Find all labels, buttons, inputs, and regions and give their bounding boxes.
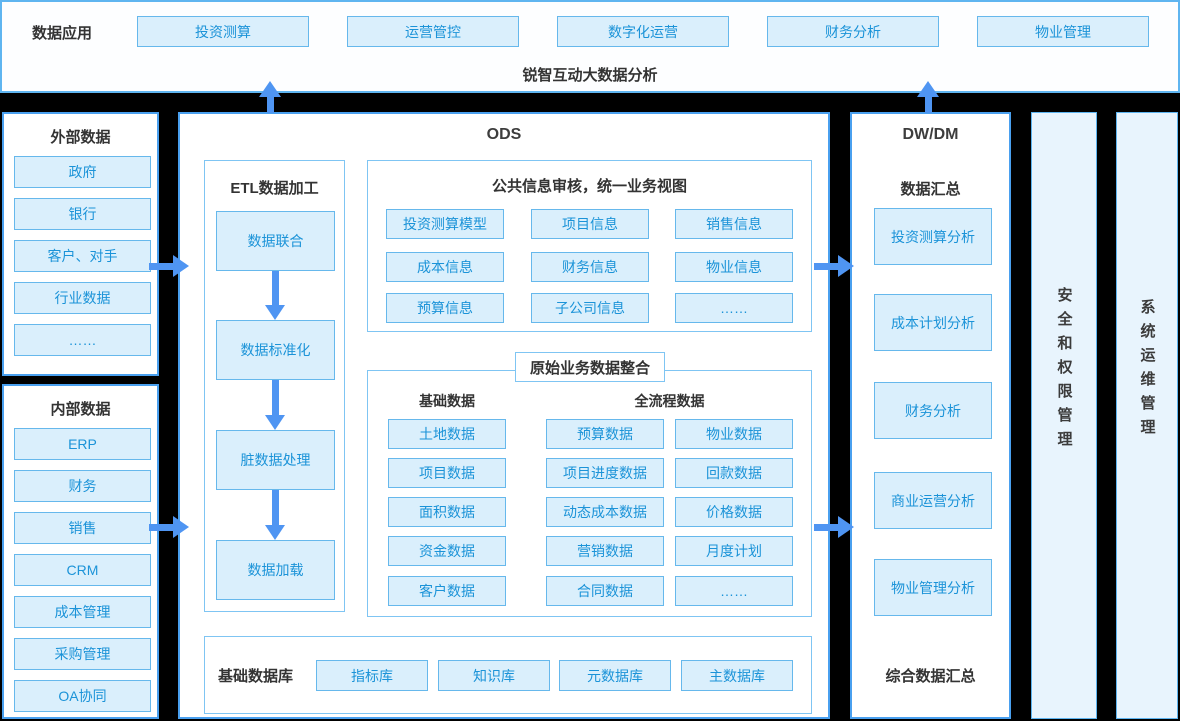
arrow-dwdm-to-apps-icon: [917, 81, 939, 113]
platform-title: 锐智互动大数据分析: [522, 67, 658, 84]
system-ops-label: 系统运维管理: [1138, 298, 1156, 443]
common-info-item[interactable]: ……: [675, 293, 793, 323]
internal-data-title: 内部数据: [50, 401, 111, 418]
security-permission-bar: 安全和权限管理: [1031, 112, 1097, 719]
arrow-ods-to-dwdm-icon: [814, 255, 854, 277]
app-button-investment-calc[interactable]: 投资测算: [137, 16, 309, 47]
dwdm-item-investment-analysis[interactable]: 投资测算分析: [874, 208, 992, 265]
basic-data-header: 基础数据: [419, 393, 475, 409]
base-db-item-knowledge[interactable]: 知识库: [438, 660, 550, 691]
app-button-financial-analysis[interactable]: 财务分析: [767, 16, 939, 47]
basic-data-item[interactable]: 土地数据: [388, 419, 506, 449]
data-summary-label: 数据汇总: [900, 181, 961, 198]
etl-title: ETL数据加工: [230, 180, 319, 197]
etl-box: ETL数据加工 数据联合 数据标准化 脏数据处理 数据加载: [204, 160, 345, 612]
common-info-item[interactable]: 投资测算模型: [386, 209, 504, 239]
common-info-item[interactable]: 销售信息: [675, 209, 793, 239]
common-info-title: 公共信息审核，统一业务视图: [491, 178, 687, 195]
etl-step-data-union[interactable]: 数据联合: [216, 211, 335, 271]
internal-data-item[interactable]: 销售: [14, 512, 151, 544]
etl-step-data-standardize[interactable]: 数据标准化: [216, 320, 335, 380]
full-process-header: 全流程数据: [634, 393, 705, 409]
arrow-down-icon: [265, 490, 286, 540]
internal-data-item[interactable]: 财务: [14, 470, 151, 502]
process-data-item[interactable]: ……: [675, 576, 793, 606]
arrow-ods-to-apps-icon: [259, 81, 281, 113]
etl-step-dirty-data[interactable]: 脏数据处理: [216, 430, 335, 490]
external-data-panel: 外部数据 政府 银行 客户、对手 行业数据 ……: [2, 112, 159, 376]
external-data-item[interactable]: 政府: [14, 156, 151, 188]
app-button-digital-operation[interactable]: 数字化运营: [557, 16, 729, 47]
process-data-item[interactable]: 营销数据: [546, 536, 664, 566]
security-permission-label: 安全和权限管理: [1055, 286, 1073, 455]
external-data-item[interactable]: 银行: [14, 198, 151, 230]
external-data-item[interactable]: 客户、对手: [14, 240, 151, 272]
arrow-down-icon: [265, 271, 286, 320]
base-database-label: 基础数据库: [218, 667, 294, 685]
dwdm-panel: DW/DM 数据汇总 投资测算分析 成本计划分析 财务分析 商业运营分析 物业管…: [850, 112, 1011, 719]
dwdm-item-business-operation-analysis[interactable]: 商业运营分析: [874, 472, 992, 529]
raw-business-title-badge: 原始业务数据整合: [515, 352, 665, 382]
common-info-box: 公共信息审核，统一业务视图 投资测算模型 项目信息 销售信息 成本信息 财务信息…: [367, 160, 812, 332]
etl-step-data-load[interactable]: 数据加载: [216, 540, 335, 600]
internal-data-item[interactable]: CRM: [14, 554, 151, 586]
internal-data-item[interactable]: OA协同: [14, 680, 151, 712]
base-database-box: 基础数据库 指标库 知识库 元数据库 主数据库: [204, 636, 812, 714]
dwdm-item-cost-plan-analysis[interactable]: 成本计划分析: [874, 294, 992, 351]
basic-data-item[interactable]: 客户数据: [388, 576, 506, 606]
internal-data-item[interactable]: 成本管理: [14, 596, 151, 628]
system-ops-bar: 系统运维管理: [1116, 112, 1178, 719]
process-data-item[interactable]: 项目进度数据: [546, 458, 664, 488]
process-data-item[interactable]: 合同数据: [546, 576, 664, 606]
process-data-item[interactable]: 动态成本数据: [546, 497, 664, 527]
common-info-item[interactable]: 财务信息: [531, 252, 649, 282]
raw-business-box: 基础数据 全流程数据 土地数据 项目数据 面积数据 资金数据 客户数据 预算数据…: [367, 370, 812, 617]
dwdm-item-financial-analysis[interactable]: 财务分析: [874, 382, 992, 439]
common-info-item[interactable]: 物业信息: [675, 252, 793, 282]
data-application-bar: 数据应用 投资测算 运营管控 数字化运营 财务分析 物业管理 锐智互动大数据分析: [0, 0, 1180, 93]
dwdm-title: DW/DM: [902, 126, 959, 143]
dwdm-item-property-analysis[interactable]: 物业管理分析: [874, 559, 992, 616]
arrow-down-icon: [265, 380, 286, 430]
comprehensive-summary-label: 综合数据汇总: [885, 668, 976, 685]
base-db-item-indicator[interactable]: 指标库: [316, 660, 428, 691]
internal-data-panel: 内部数据 ERP 财务 销售 CRM 成本管理 采购管理 OA协同: [2, 384, 159, 719]
data-application-label: 数据应用: [32, 25, 93, 42]
external-data-item[interactable]: ……: [14, 324, 151, 356]
internal-data-item[interactable]: ERP: [14, 428, 151, 460]
process-data-item[interactable]: 月度计划: [675, 536, 793, 566]
basic-data-item[interactable]: 项目数据: [388, 458, 506, 488]
internal-data-item[interactable]: 采购管理: [14, 638, 151, 670]
process-data-item[interactable]: 回款数据: [675, 458, 793, 488]
common-info-item[interactable]: 预算信息: [386, 293, 504, 323]
base-db-item-master[interactable]: 主数据库: [681, 660, 793, 691]
common-info-item[interactable]: 项目信息: [531, 209, 649, 239]
process-data-item[interactable]: 预算数据: [546, 419, 664, 449]
ods-panel: ODS ETL数据加工 数据联合 数据标准化 脏数据处理 数据加载 公共信息审核…: [178, 112, 830, 719]
ods-title: ODS: [486, 126, 522, 143]
arrow-ods-to-dwdm-icon: [814, 516, 854, 538]
arrow-internal-to-ods-icon: [149, 516, 189, 538]
basic-data-item[interactable]: 面积数据: [388, 497, 506, 527]
arrow-external-to-ods-icon: [149, 255, 189, 277]
basic-data-item[interactable]: 资金数据: [388, 536, 506, 566]
common-info-item[interactable]: 成本信息: [386, 252, 504, 282]
app-button-property-management[interactable]: 物业管理: [977, 16, 1149, 47]
external-data-title: 外部数据: [50, 129, 111, 146]
common-info-item[interactable]: 子公司信息: [531, 293, 649, 323]
base-db-item-metadata[interactable]: 元数据库: [559, 660, 671, 691]
external-data-item[interactable]: 行业数据: [14, 282, 151, 314]
process-data-item[interactable]: 价格数据: [675, 497, 793, 527]
process-data-item[interactable]: 物业数据: [675, 419, 793, 449]
app-button-operation-control[interactable]: 运营管控: [347, 16, 519, 47]
